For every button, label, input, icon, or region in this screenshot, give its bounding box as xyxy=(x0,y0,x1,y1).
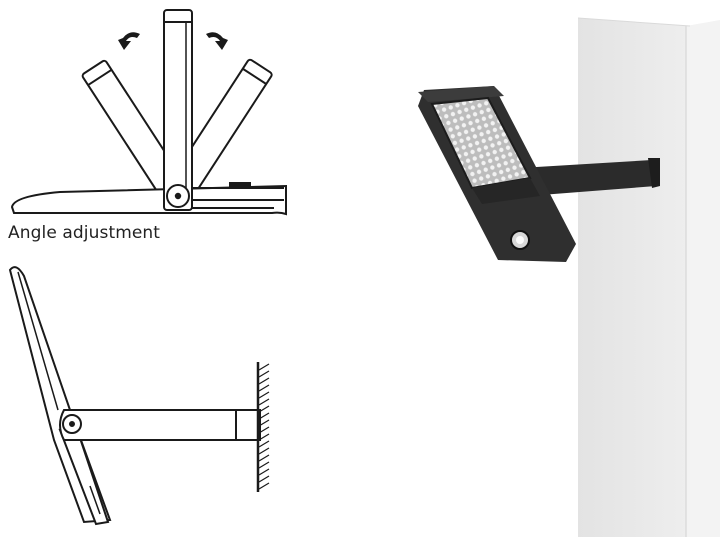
rotate-left-arrow-icon xyxy=(118,32,140,50)
wall-hatch xyxy=(258,363,270,490)
hatch-stroke xyxy=(258,384,270,392)
hatch-stroke xyxy=(258,482,270,490)
hatch-stroke xyxy=(258,426,270,434)
side-view-diagram xyxy=(8,266,261,526)
hatch-stroke xyxy=(258,363,270,371)
hatch-stroke xyxy=(258,419,270,427)
hatch-stroke xyxy=(258,391,270,399)
wall-arm xyxy=(59,409,261,441)
mounting-arm xyxy=(520,160,656,196)
hatch-stroke xyxy=(258,398,270,406)
upright-fixture xyxy=(163,9,193,211)
product-render xyxy=(418,17,720,537)
rotate-right-arrow-icon xyxy=(206,32,228,50)
motion-sensor-icon xyxy=(510,230,530,250)
hatch-stroke xyxy=(258,440,270,448)
hatch-stroke xyxy=(258,475,270,483)
wall-post xyxy=(578,18,720,537)
hatch-stroke xyxy=(258,405,270,413)
floodlight xyxy=(418,86,576,262)
angle-adjustment-diagram xyxy=(10,9,287,216)
hatch-stroke xyxy=(258,412,270,420)
hatch-stroke xyxy=(258,468,270,476)
hatch-stroke xyxy=(258,370,270,378)
hatch-stroke xyxy=(258,433,270,441)
hatch-stroke xyxy=(258,454,270,462)
angle-adjustment-caption: Angle adjustment xyxy=(8,223,161,243)
hatch-stroke xyxy=(258,447,270,455)
hatch-stroke xyxy=(258,377,270,385)
hatch-stroke xyxy=(258,461,270,469)
